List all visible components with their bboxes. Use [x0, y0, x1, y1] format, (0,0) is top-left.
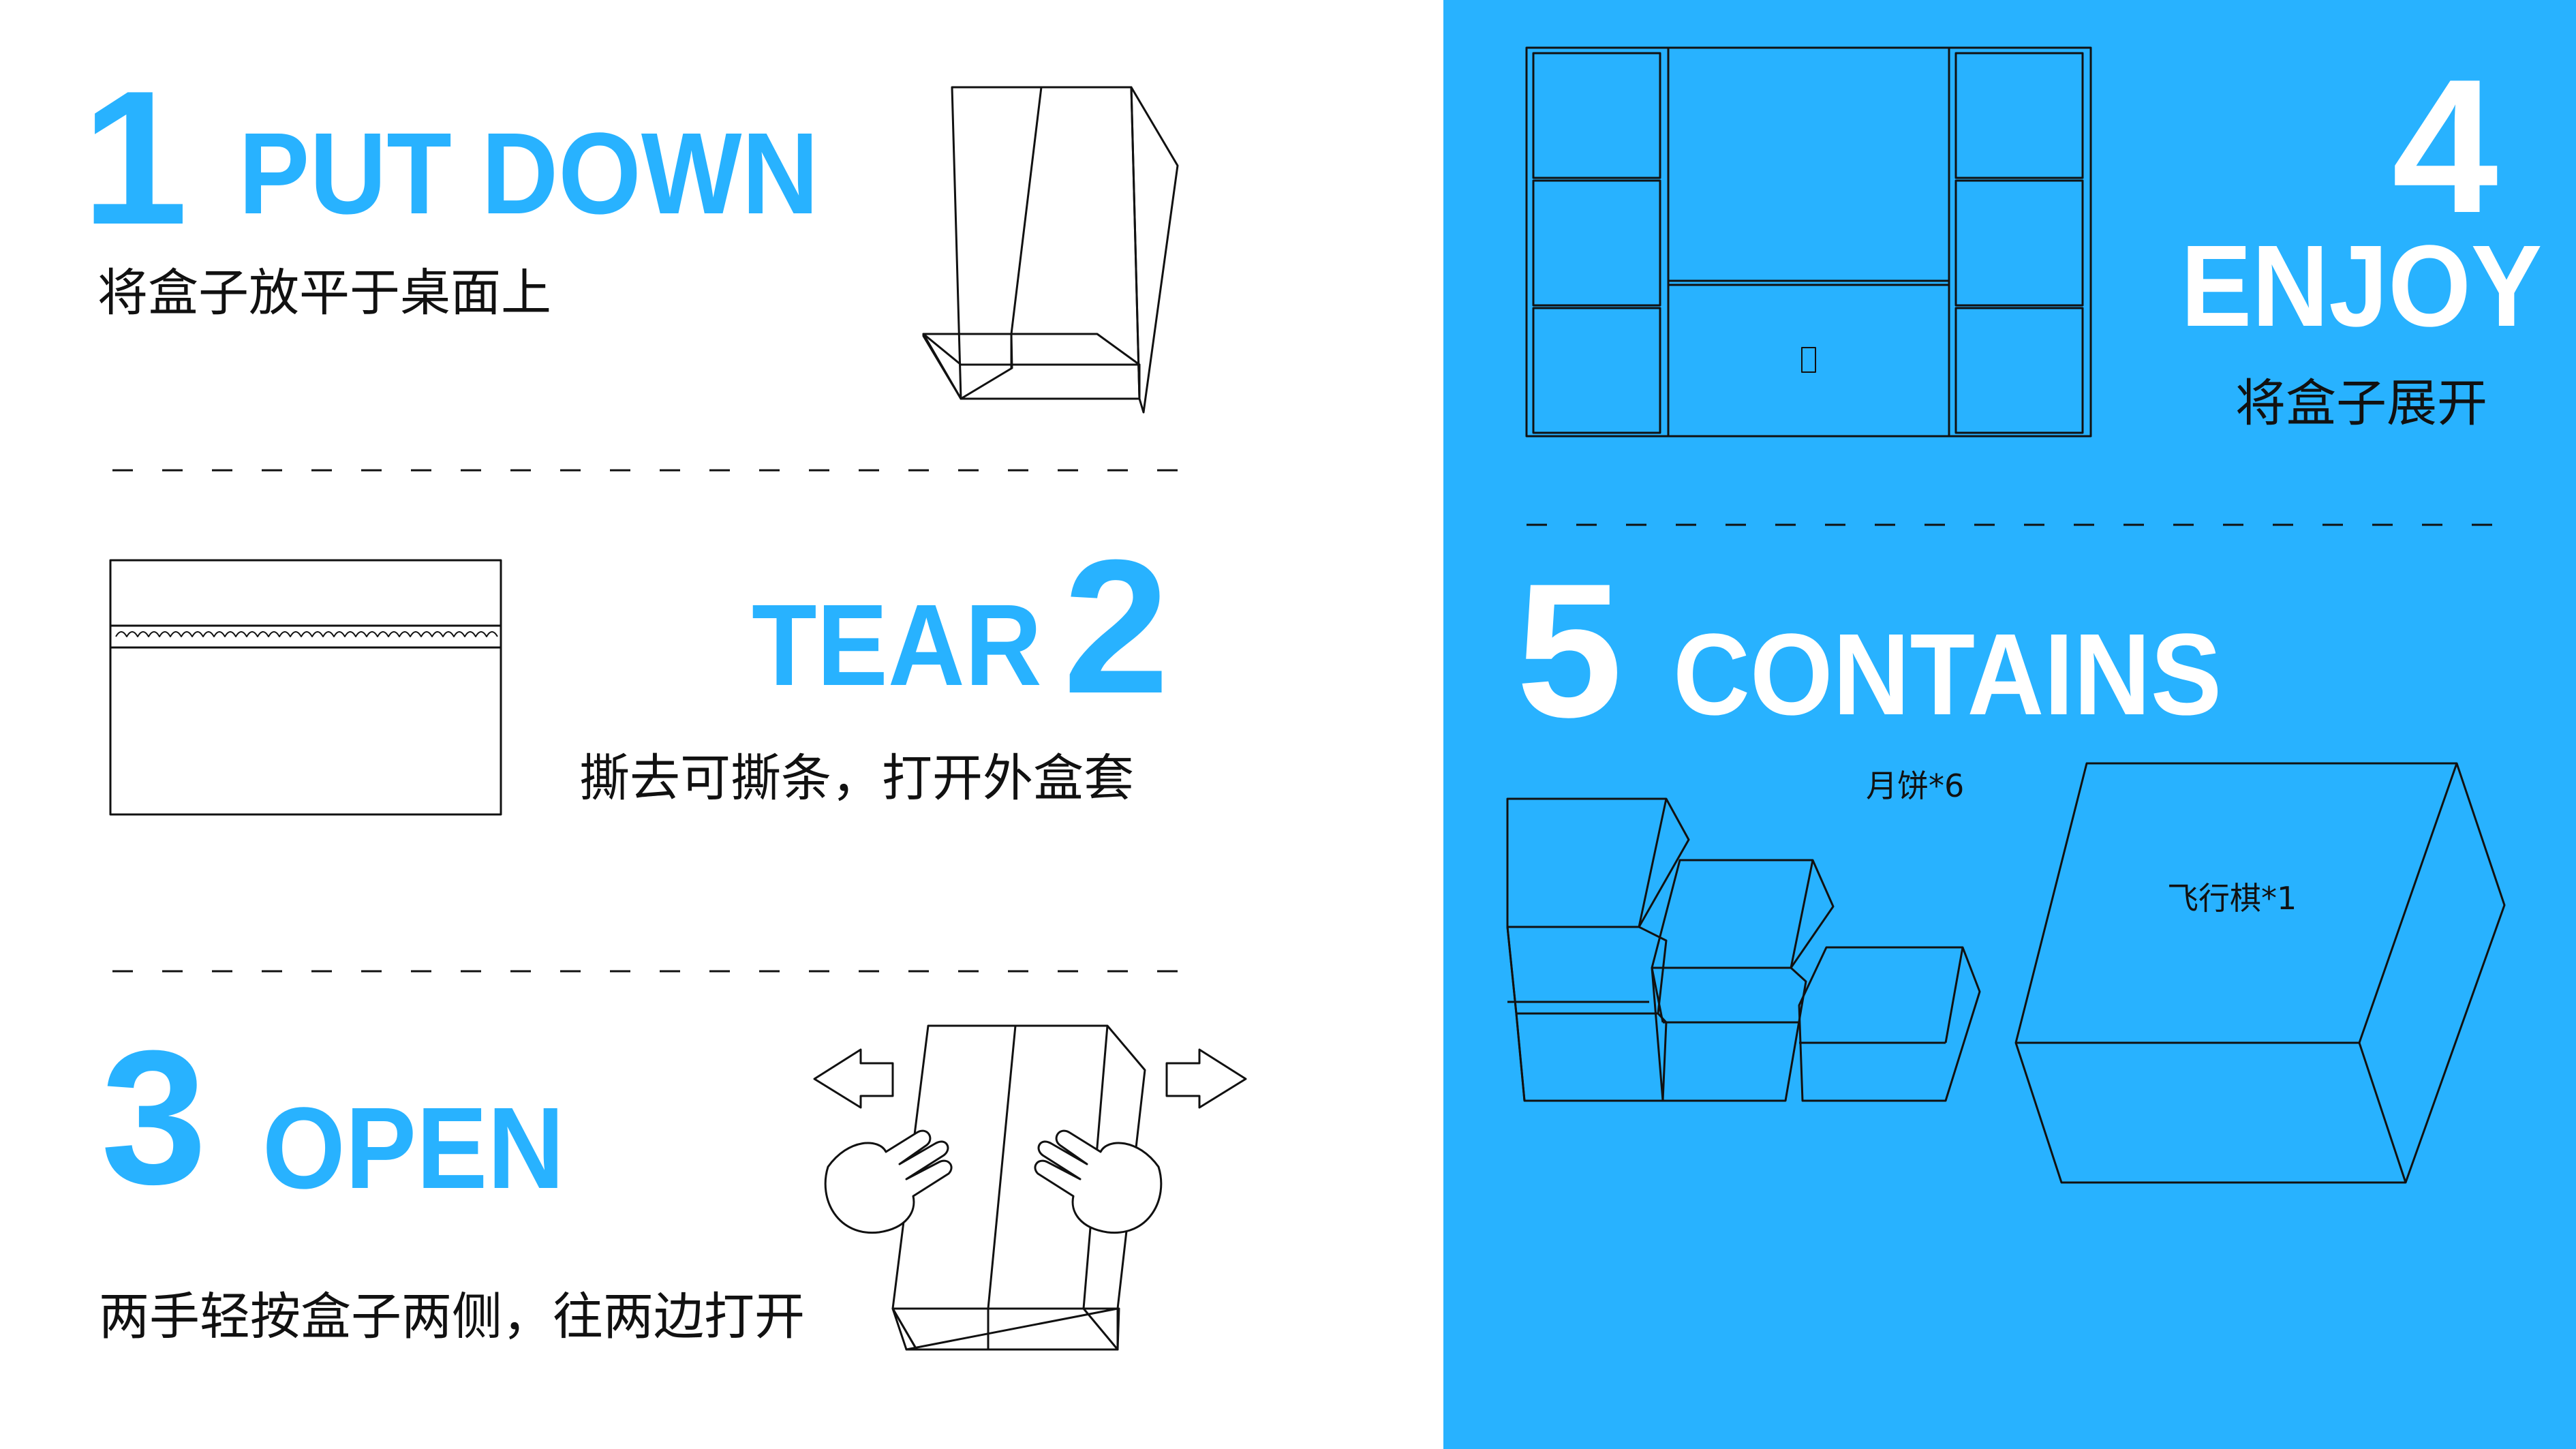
- left-hand-icon: [824, 1129, 953, 1234]
- step-2-caption: 撕去可撕条，打开外盒套: [579, 749, 1134, 808]
- step-2-title: TEAR: [752, 581, 1042, 710]
- step-4-caption: 将盒子展开: [2235, 374, 2487, 433]
- right-arrow-icon: [1165, 1048, 1247, 1109]
- step-3-caption: 两手轻按盒子两侧，往两边打开: [99, 1287, 805, 1346]
- step-4-number: 4: [2392, 40, 2498, 253]
- step-1-title: PUT DOWN: [239, 109, 819, 239]
- step-5-title: CONTAINS: [1673, 610, 2222, 739]
- step-1-caption: 将盒子放平于桌面上: [97, 264, 551, 322]
- step-2-number: 2: [1063, 521, 1169, 733]
- open-box-illustration: [891, 1024, 1146, 1351]
- left-arrow-icon: [813, 1048, 894, 1109]
- step-1-number: 1: [82, 52, 188, 264]
- step-4-title: ENJOY: [2181, 222, 2543, 351]
- box-upright-illustration: [922, 86, 1179, 414]
- mooncake-label: 月饼*6: [1866, 767, 1965, 804]
- step-3-number: 3: [101, 1011, 207, 1224]
- step-3-title: OPEN: [262, 1084, 565, 1213]
- flying-chess-label: 飞行棋*1: [2167, 880, 2297, 917]
- right-hand-icon: [1034, 1129, 1163, 1234]
- tear-strip-box-illustration: [109, 559, 502, 816]
- step-5-number: 5: [1516, 545, 1623, 757]
